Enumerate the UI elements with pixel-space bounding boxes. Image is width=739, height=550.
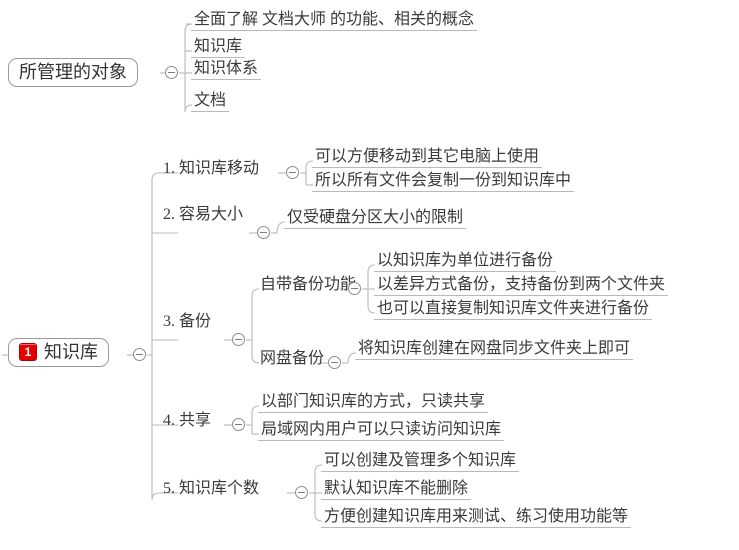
node-branch-5-child-2[interactable]: 方便创建知识库用来测试、练习使用功能等 [321,509,632,528]
node-objects-child-3[interactable]: 文档 [191,93,230,112]
minus-circle-icon-branch-5[interactable] [295,486,308,499]
minus-circle-icon-objects[interactable] [165,66,178,79]
node-branch-1-child-0[interactable]: 可以方便移动到其它电脑上使用 [312,149,543,168]
node-branch-2[interactable]: 2. 容易大小 [163,206,244,223]
node-branch-4[interactable]: 4. 共享 [163,412,212,429]
node-branch-3-child-0[interactable]: 自带备份功能 [260,276,357,293]
node-branch-1[interactable]: 1. 知识库移动 [163,160,260,177]
minus-circle-icon-branch-1[interactable] [286,166,299,179]
node-label: 所管理的对象 [19,62,127,82]
minus-circle-icon-cloud-backup[interactable] [328,356,341,369]
node-branch-4-child-0[interactable]: 以部门知识库的方式，只读共享 [258,394,489,413]
node-branch-1-child-1[interactable]: 所以所有文件会复制一份到知识库中 [312,173,575,192]
badge-count: 1 [19,343,37,361]
minus-circle-icon-kb-root[interactable] [133,348,146,361]
node-branch-3-0-child-1[interactable]: 以差异方式备份，支持备份到两个文件夹 [374,277,669,296]
minus-circle-icon-branch-4[interactable] [232,418,245,431]
node-objects-child-2[interactable]: 知识体系 [191,61,262,80]
node-branch-5-child-1[interactable]: 默认知识库不能删除 [321,481,472,500]
node-branch-3-0-child-0[interactable]: 以知识库为单位进行备份 [374,253,557,272]
minus-circle-icon-builtin-backup[interactable] [348,282,361,295]
node-branch-2-child-0[interactable]: 仅受硬盘分区大小的限制 [284,210,467,229]
node-objects-child-1[interactable]: 知识库 [191,39,246,58]
minus-circle-icon-branch-3[interactable] [232,333,245,346]
node-branch-3[interactable]: 3. 备份 [163,313,212,330]
node-label: 知识库 [44,342,98,362]
node-branch-5-child-0[interactable]: 可以创建及管理多个知识库 [321,453,520,472]
node-branch-3-child-1[interactable]: 网盘备份 [260,350,325,367]
node-objects-child-0[interactable]: 全面了解 文档大师 的功能、相关的概念 [191,12,478,31]
node-branch-3-0-child-2[interactable]: 也可以直接复制知识库文件夹进行备份 [374,301,653,320]
minus-circle-icon-branch-2[interactable] [257,226,270,239]
node-branch-4-child-1[interactable]: 局域网内用户可以只读访问知识库 [258,422,505,441]
node-branch-3-1-child-0[interactable]: 将知识库创建在网盘同步文件夹上即可 [355,341,634,360]
node-branch-5[interactable]: 5. 知识库个数 [163,480,260,497]
node-root-knowledge-base[interactable]: 1 知识库 [8,338,109,367]
node-root-managed-objects[interactable]: 所管理的对象 [8,58,138,87]
